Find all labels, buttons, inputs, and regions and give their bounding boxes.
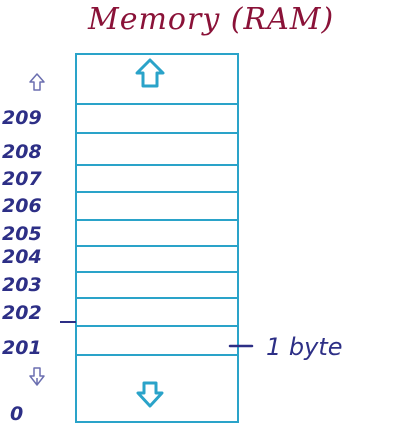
address-label: 201 <box>2 337 42 359</box>
memory-column <box>75 53 239 423</box>
address-label: 209 <box>2 107 42 129</box>
memory-cell-lines <box>76 103 238 356</box>
up-arrow-icon <box>135 58 165 88</box>
address-label-zero: 0 <box>10 403 24 425</box>
address-label: 208 <box>2 141 42 163</box>
down-arrow-icon <box>136 381 164 408</box>
down-arrow-icon <box>29 367 45 386</box>
address-label: 206 <box>2 195 42 217</box>
diagram-title: Memory (RAM) <box>88 2 335 37</box>
address-label: 202 <box>2 302 42 324</box>
up-arrow-icon <box>29 73 45 91</box>
address-label: 204 <box>2 246 42 268</box>
byte-annotation: 1 byte <box>266 333 343 361</box>
address-label: 207 <box>2 168 42 190</box>
address-label: 203 <box>2 274 42 296</box>
address-label: 205 <box>2 223 42 245</box>
